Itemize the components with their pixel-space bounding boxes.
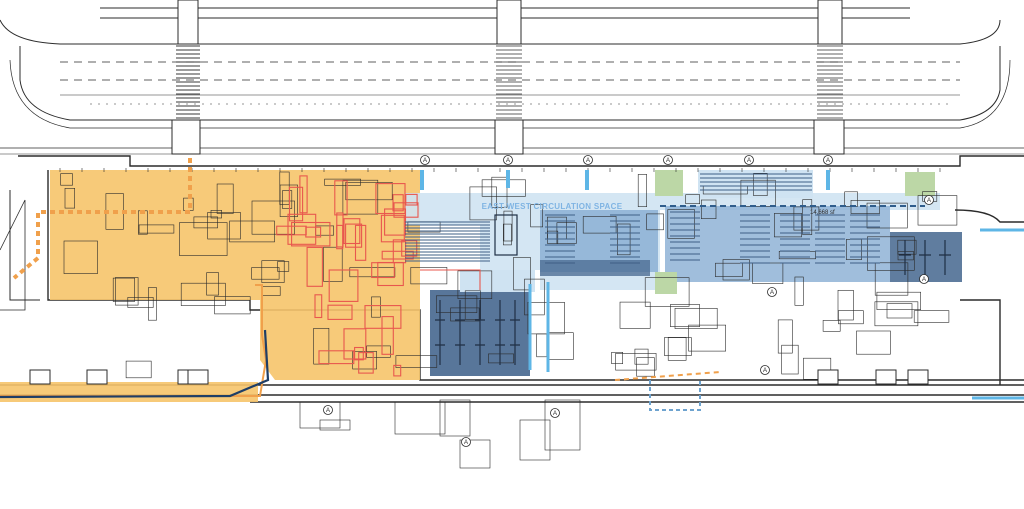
- interior-rooms: [59, 168, 958, 469]
- svg-text:A: A: [826, 158, 830, 164]
- area-note-label: 14,668 sf: [810, 210, 835, 216]
- marker-a: A: [924, 195, 934, 205]
- red-room-lines: [276, 175, 481, 377]
- marker-a: A: [583, 155, 593, 165]
- svg-text:A: A: [553, 411, 557, 417]
- svg-text:A: A: [666, 158, 670, 164]
- marker-a: A: [461, 437, 471, 447]
- marker-a: A: [323, 405, 333, 415]
- east-west-circulation-band: [405, 193, 940, 290]
- marker-a: A: [550, 408, 560, 418]
- vertical-circulation-markers: A A A A A A A A A A A A A: [323, 155, 934, 447]
- marker-a: A: [420, 155, 430, 165]
- svg-text:A: A: [423, 158, 427, 164]
- blue-zones: [430, 170, 962, 376]
- roadway-columns: [171, 0, 845, 155]
- orange-zone: [0, 170, 420, 402]
- marker-a: A: [823, 155, 833, 165]
- marker-a: A: [767, 287, 777, 297]
- seating-rows: [405, 173, 880, 264]
- svg-text:A: A: [927, 198, 931, 204]
- marker-a: A: [663, 155, 673, 165]
- svg-text:A: A: [586, 158, 590, 164]
- svg-text:A: A: [922, 277, 926, 283]
- svg-text:A: A: [326, 408, 330, 414]
- marker-a: A: [744, 155, 754, 165]
- claim-devices: [29, 369, 929, 385]
- circulation-arrows: [0, 158, 1024, 411]
- svg-text:A: A: [464, 440, 468, 446]
- svg-text:A: A: [770, 290, 774, 296]
- svg-text:A: A: [506, 158, 510, 164]
- circulation-space-label: EAST-WEST CIRCULATION SPACE: [482, 202, 623, 211]
- marker-a: A: [919, 274, 929, 284]
- marker-a: A: [503, 155, 513, 165]
- svg-text:A: A: [763, 368, 767, 374]
- svg-text:A: A: [747, 158, 751, 164]
- marker-a: A: [760, 365, 770, 375]
- baggage-equipment: [435, 214, 951, 365]
